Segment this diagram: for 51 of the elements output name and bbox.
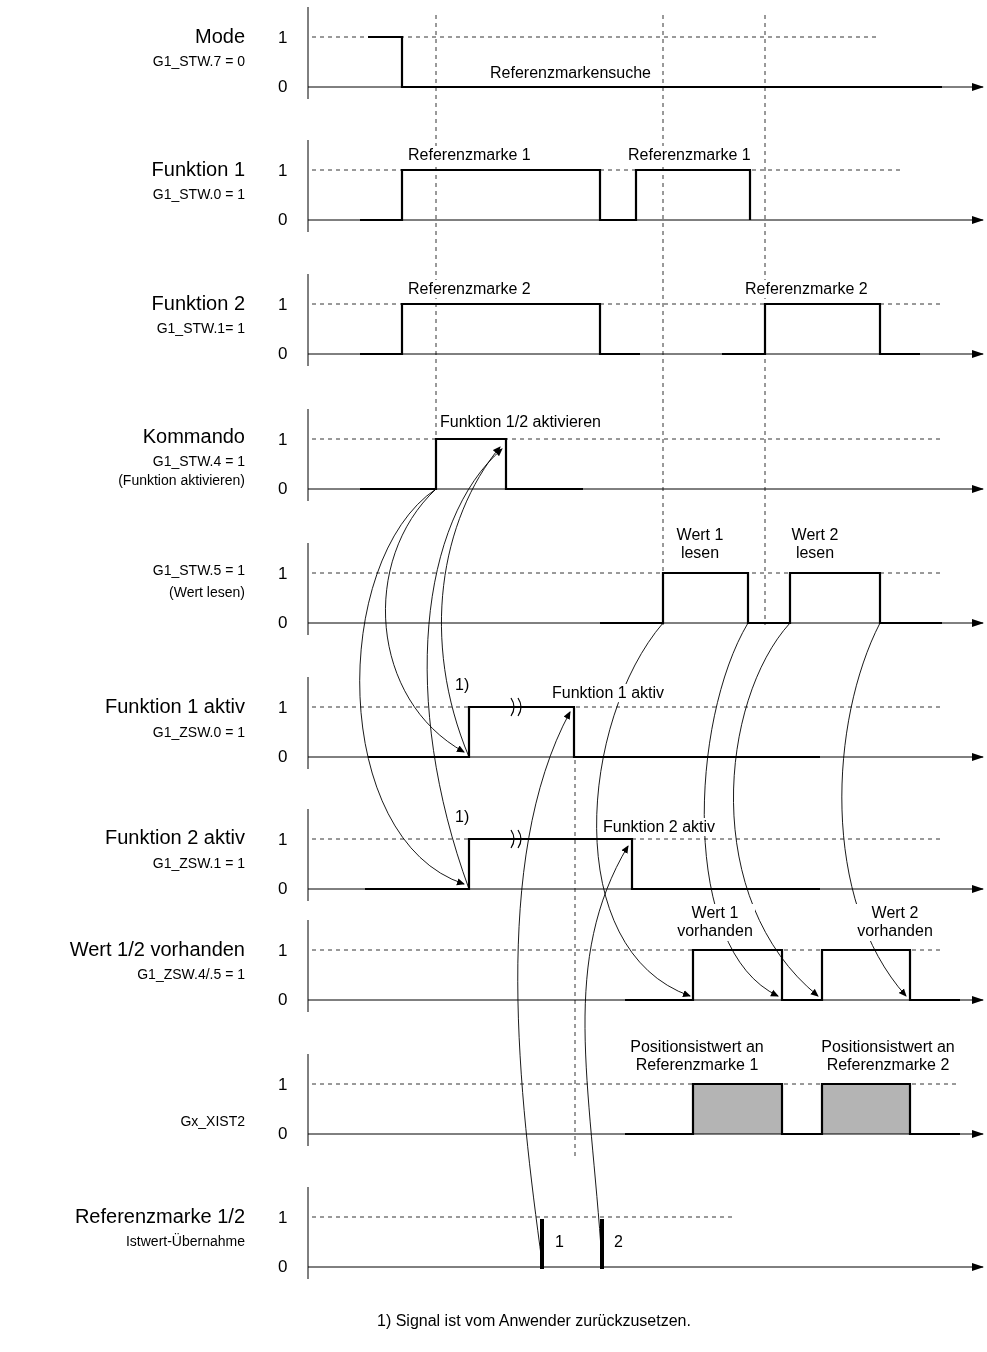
level-label: 0 xyxy=(278,879,288,899)
level-label: 1 xyxy=(278,161,288,181)
level-label: 0 xyxy=(278,344,288,364)
signal-condition: G1_STW.7 = 0 xyxy=(152,53,245,70)
level-label: 1 xyxy=(278,1075,288,1095)
level-label: 1 xyxy=(278,430,288,450)
level-label: 0 xyxy=(278,479,288,499)
pulse-label: Referenzmarke 1 xyxy=(408,146,531,165)
level-label: 0 xyxy=(278,1124,288,1144)
signal-condition: G1_ZSW.1 = 1 xyxy=(152,855,245,872)
level-label: 1 xyxy=(278,941,288,961)
pulse-label: Funktion 1 aktiv xyxy=(552,684,665,703)
signal-condition: G1_STW.4 = 1 xyxy=(152,453,245,470)
level-label: 0 xyxy=(278,77,288,97)
level-label: 1 xyxy=(278,1208,288,1228)
signal-name: Funktion 2 xyxy=(151,292,245,315)
level-label: 0 xyxy=(278,210,288,230)
pulse-label: Referenzmarke 2 xyxy=(408,280,531,299)
signal-condition: (Funktion aktivieren) xyxy=(118,472,245,489)
signal-condition: G1_ZSW.0 = 1 xyxy=(152,724,245,741)
pulse-label: Referenzmarke 1 xyxy=(628,146,751,165)
footnote: 1) Signal ist vom Anwender zurückzusetzen. xyxy=(377,1312,691,1331)
level-label: 1 xyxy=(278,28,288,48)
pulse-label: Wert 2 vorhanden xyxy=(855,904,935,941)
footnote-mark: 1) xyxy=(455,676,470,695)
pulse-label: Wert 1 vorhanden xyxy=(675,904,755,941)
level-label: 1 xyxy=(278,698,288,718)
signal-condition: Istwert-Übernahme xyxy=(125,1233,245,1250)
signal-name: Funktion 1 aktiv xyxy=(104,695,245,718)
level-label: 0 xyxy=(278,613,288,633)
level-label: 0 xyxy=(278,990,288,1010)
signal-name: Wert 1/2 vorhanden xyxy=(69,938,245,961)
pulse-label: Referenzmarke 2 xyxy=(745,280,868,299)
signal-condition: G1_STW.1= 1 xyxy=(156,320,245,337)
signal-name: Referenzmarke 1/2 xyxy=(74,1205,245,1228)
signal-name: Kommando xyxy=(142,425,245,448)
signal-condition: G1_ZSW.4/.5 = 1 xyxy=(137,966,245,983)
level-label: 0 xyxy=(278,747,288,767)
signal-name: Funktion 1 xyxy=(151,158,245,181)
signal-name: Mode xyxy=(194,25,245,48)
footnote-mark: 1) xyxy=(455,808,470,827)
pulse-label: Funktion 2 aktiv xyxy=(603,818,716,837)
signal-condition: G1_STW.0 = 1 xyxy=(152,186,245,203)
signal-name: Funktion 2 aktiv xyxy=(104,826,245,849)
signal-condition: (Wert lesen) xyxy=(169,584,245,601)
level-label: 1 xyxy=(278,564,288,584)
level-label: 1 xyxy=(278,830,288,850)
signal-condition: G1_STW.5 = 1 xyxy=(152,562,245,579)
level-label: 0 xyxy=(278,1257,288,1277)
signal-name: Gx_XIST2 xyxy=(180,1113,245,1130)
level-label: 1 xyxy=(278,295,288,315)
